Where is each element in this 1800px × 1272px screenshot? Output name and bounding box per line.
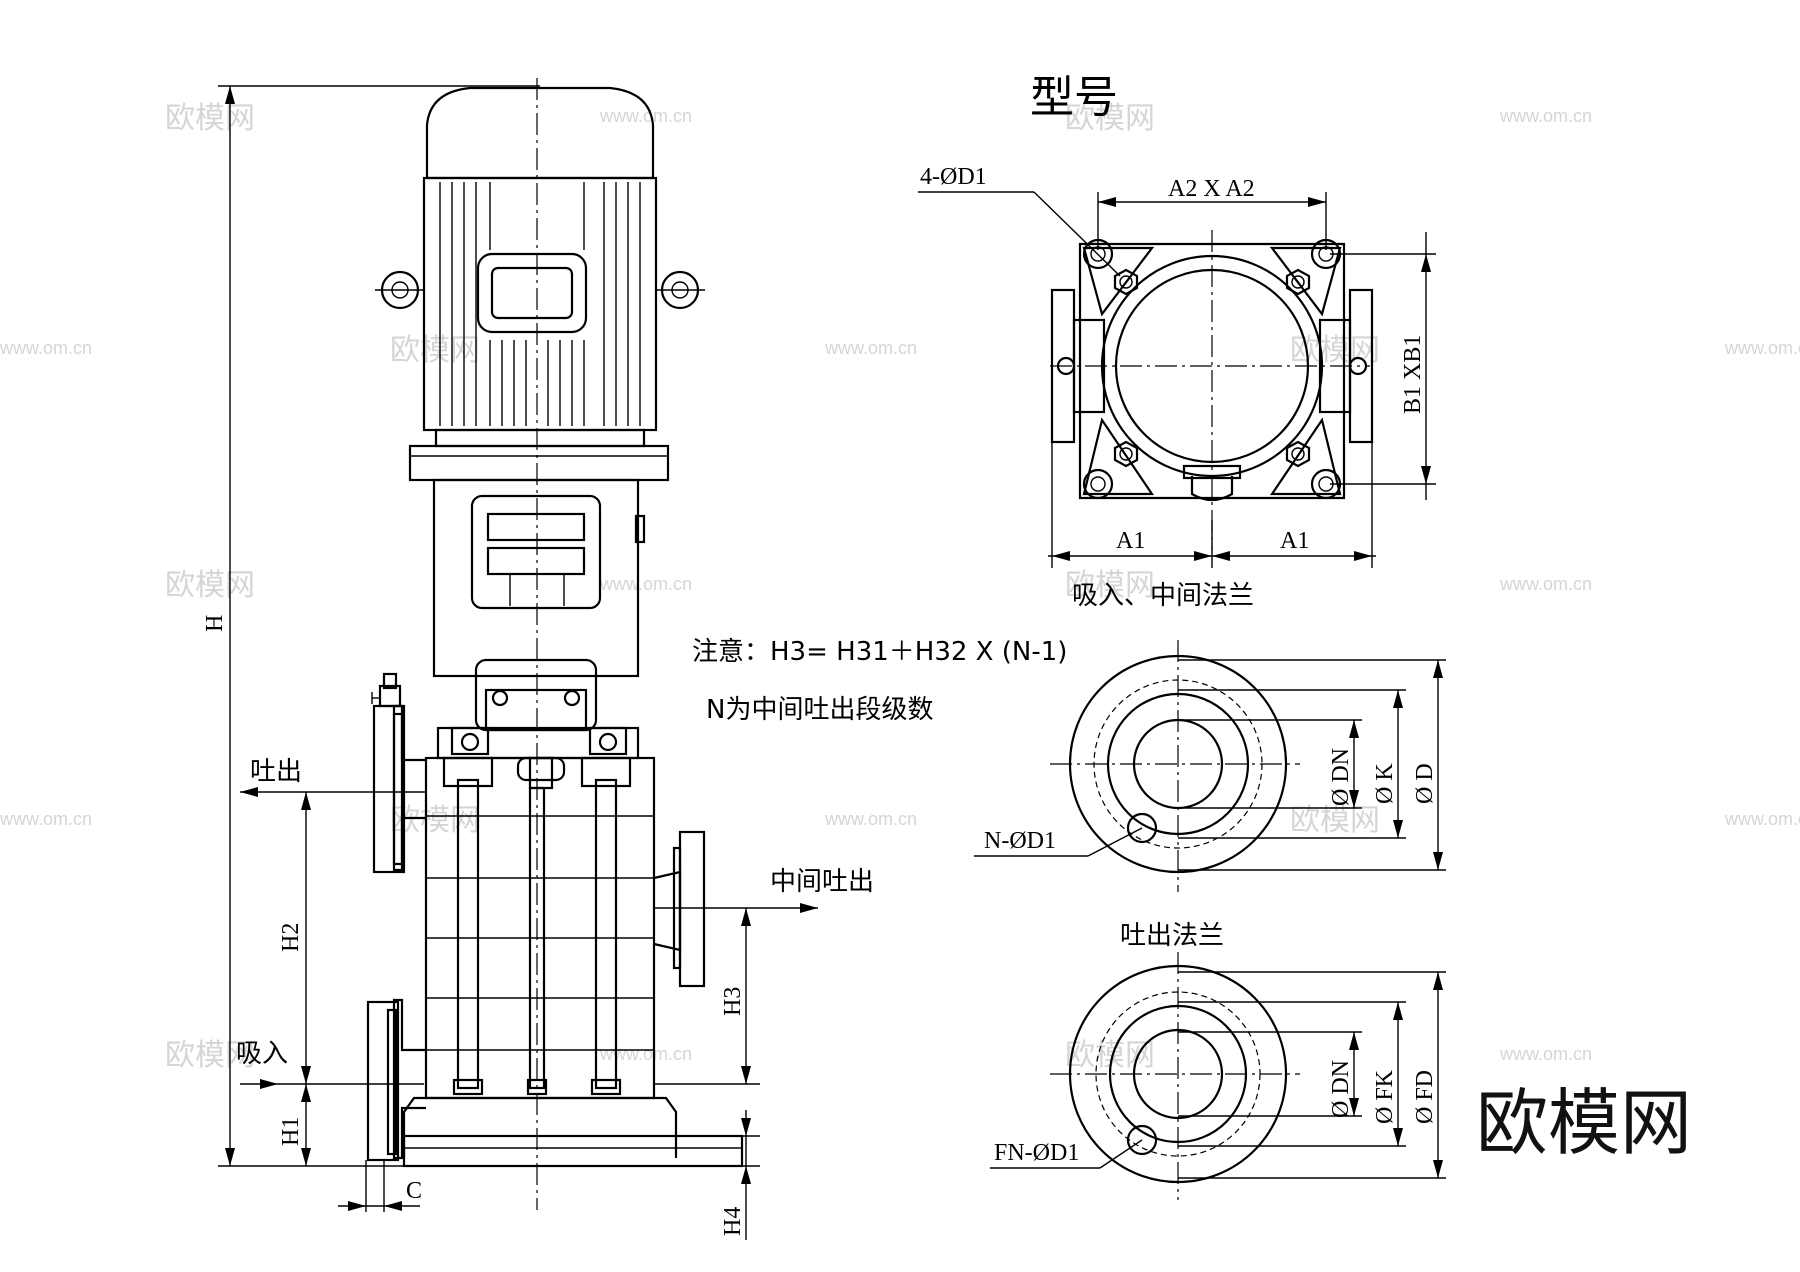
- watermark-url: www.om.cn: [0, 338, 92, 358]
- brand-watermark: 欧模网: [1476, 1081, 1692, 1165]
- dim-phi-FD-label: Ø FD: [1412, 1070, 1438, 1124]
- suction-mid-flange-title: 吸入、中间法兰: [1072, 581, 1254, 611]
- watermark-url: www.om.cn: [599, 106, 692, 126]
- dim-H-label: H: [202, 615, 228, 632]
- watermark-brand: 欧模网: [165, 568, 255, 603]
- watermark-url: www.om.cn: [599, 574, 692, 594]
- watermarks: 欧模网 www.om.cn 欧模网 www.om.cn www.om.cn 欧模…: [0, 101, 1800, 1073]
- dim-phi-D-label: Ø D: [1412, 763, 1438, 804]
- dim-H4-label: H4: [720, 1207, 746, 1236]
- outlet-label: 吐出: [250, 757, 302, 787]
- watermark-url: www.om.cn: [1499, 106, 1592, 126]
- dim-A2xA2-label: A2 X A2: [1168, 176, 1255, 202]
- dim-phi-DN-1-label: Ø DN: [1328, 748, 1354, 806]
- dim-phi-FK-label: Ø FK: [1372, 1069, 1398, 1124]
- inlet-label: 吸入: [236, 1039, 288, 1069]
- dim-A1-left-label: A1: [1116, 528, 1145, 554]
- watermark-url: www.om.cn: [824, 809, 917, 829]
- watermark-url: www.om.cn: [824, 338, 917, 358]
- FN-D1-label: FN-ØD1: [994, 1140, 1079, 1166]
- dim-B1xB1-label: B1 XB1: [1400, 335, 1426, 414]
- dim-phi-K-label: Ø K: [1372, 763, 1398, 804]
- watermark-url: www.om.cn: [599, 1044, 692, 1064]
- model-title: 型号: [1030, 72, 1118, 123]
- watermark-brand: 欧模网: [165, 101, 255, 136]
- suction-flange-view: Ø D Ø K Ø DN N-ØD1: [974, 640, 1446, 892]
- dim-A1-right-label: A1: [1280, 528, 1309, 554]
- watermark-brand: 欧模网: [1290, 803, 1380, 838]
- top-dimensions: A2 X A2 4-ØD1 B1 XB1 A1 A1 吸入、中间法兰: [918, 164, 1436, 611]
- watermark-url: www.om.cn: [1724, 338, 1800, 358]
- outlet-flange-view: Ø FD Ø FK Ø DN FN-ØD1: [990, 952, 1446, 1200]
- watermark-url: www.om.cn: [1724, 809, 1800, 829]
- watermark-brand: 欧模网: [390, 333, 480, 368]
- pump-side-view: [366, 78, 744, 1210]
- watermark-url: www.om.cn: [0, 809, 92, 829]
- dim-C-label: C: [406, 1178, 422, 1204]
- note-line-2: N为中间吐出段级数: [706, 695, 933, 725]
- watermark-url: www.om.cn: [1499, 1044, 1592, 1064]
- side-dimensions: H 吐出 H2 吸入 H1 C 中间吐出 H3: [202, 85, 874, 1240]
- outlet-flange-title: 吐出法兰: [1120, 921, 1224, 951]
- dim-H1-label: H1: [278, 1117, 304, 1146]
- watermark-brand: 欧模网: [1065, 568, 1155, 603]
- top-plan-view: [1050, 230, 1374, 550]
- mid-outlet-label: 中间吐出: [770, 867, 874, 897]
- dim-H2-label: H2: [278, 923, 304, 952]
- bolt-holes-label: 4-ØD1: [920, 164, 987, 190]
- note-line-1: 注意：H3= H31＋H32 X (N-1): [692, 637, 1067, 667]
- watermark-brand: 欧模网: [1065, 101, 1155, 136]
- dim-H3-label: H3: [720, 987, 746, 1016]
- dim-phi-DN-2-label: Ø DN: [1328, 1060, 1354, 1118]
- watermark-url: www.om.cn: [1499, 574, 1592, 594]
- watermark-brand: 欧模网: [165, 1038, 255, 1073]
- N-D1-label: N-ØD1: [984, 828, 1056, 854]
